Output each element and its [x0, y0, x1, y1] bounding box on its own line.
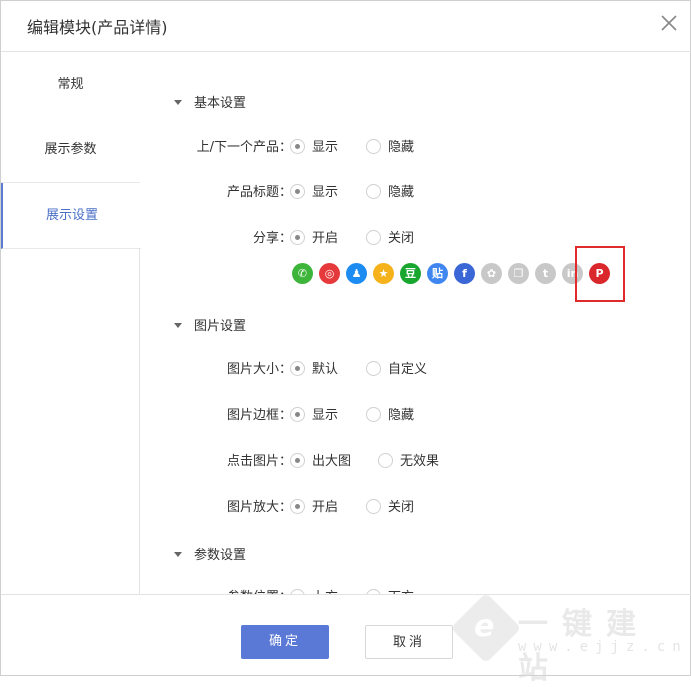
radio-option[interactable]: 上方: [290, 586, 338, 594]
pinterest-icon[interactable]: P: [589, 263, 610, 284]
radio-circle[interactable]: [378, 453, 393, 468]
sidebar-item-display-settings[interactable]: 展示设置: [1, 183, 141, 249]
radio-option[interactable]: 显示: [290, 404, 338, 423]
radio-label: 关闭: [388, 231, 415, 246]
kaixin-icon[interactable]: ✿: [481, 263, 502, 284]
caret-down-icon: [174, 323, 182, 328]
radio-label: 自定义: [388, 362, 428, 377]
radio-option[interactable]: 显示: [290, 181, 338, 200]
radio-label: 隐藏: [388, 185, 415, 200]
setting-row: 图片边框： 显示 隐藏: [140, 402, 691, 423]
radio-option[interactable]: 关闭: [366, 496, 414, 515]
setting-label: 分享：: [252, 231, 292, 246]
radio-option[interactable]: 隐藏: [366, 404, 414, 423]
radio-label: 显示: [312, 185, 339, 200]
radio-label: 上方: [312, 590, 338, 594]
qzone-icon[interactable]: ★: [373, 263, 394, 284]
radio-circle[interactable]: [290, 139, 305, 154]
section-header[interactable]: 参数设置: [174, 544, 246, 563]
radio-label: 隐藏: [388, 140, 415, 155]
facebook-icon[interactable]: f: [454, 263, 475, 284]
radio-label: 开启: [312, 500, 339, 515]
caret-down-icon: [174, 100, 182, 105]
radio-option[interactable]: 显示: [290, 136, 338, 155]
radio-label: 关闭: [388, 500, 415, 515]
close-icon[interactable]: [657, 11, 681, 35]
radio-circle[interactable]: [290, 453, 305, 468]
setting-row: 上/下一个产品： 显示 隐藏: [140, 134, 691, 155]
setting-row: 产品标题： 显示 隐藏: [140, 179, 691, 200]
tieba-icon[interactable]: 贴: [427, 263, 448, 284]
radio-circle[interactable]: [366, 230, 381, 245]
radio-circle[interactable]: [366, 499, 381, 514]
radio-option[interactable]: 无效果: [378, 450, 439, 469]
linkedin-icon[interactable]: in: [562, 263, 583, 284]
radio-option[interactable]: 关闭: [366, 227, 414, 246]
radio-label: 显示: [312, 408, 339, 423]
radio-label: 显示: [312, 140, 339, 155]
radio-option[interactable]: 隐藏: [366, 181, 414, 200]
radio-circle[interactable]: [366, 407, 381, 422]
radio-circle[interactable]: [366, 184, 381, 199]
radio-circle[interactable]: [366, 139, 381, 154]
section-header[interactable]: 图片设置: [174, 315, 246, 334]
setting-row: 点击图片： 出大图 无效果: [140, 448, 691, 469]
radio-label: 无效果: [400, 454, 440, 469]
qq-icon[interactable]: ♟: [346, 263, 367, 284]
radio-option[interactable]: 出大图: [290, 450, 351, 469]
douban-icon[interactable]: 豆: [400, 263, 421, 284]
radio-option[interactable]: 默认: [290, 358, 338, 377]
radio-label: 出大图: [312, 454, 352, 469]
copy-icon[interactable]: ❐: [508, 263, 529, 284]
radio-option[interactable]: 下方: [366, 586, 414, 594]
section-title: 参数设置: [194, 548, 247, 563]
watermark-logo: e 一键建站 www.ejjz.cn: [450, 592, 691, 686]
radio-option[interactable]: 隐藏: [366, 136, 414, 155]
radio-circle[interactable]: [290, 230, 305, 245]
sidebar-item-display-params[interactable]: 展示参数: [1, 117, 140, 183]
setting-label: 上/下一个产品：: [196, 140, 292, 155]
radio-option[interactable]: 开启: [290, 227, 338, 246]
setting-label: 参数位置：: [227, 586, 292, 594]
radio-circle[interactable]: [290, 407, 305, 422]
sidebar: 常规 展示参数 展示设置: [1, 52, 141, 594]
radio-circle[interactable]: [290, 499, 305, 514]
setting-row: 图片大小： 默认 自定义: [140, 356, 691, 377]
caret-down-icon: [174, 552, 182, 557]
setting-label: 图片放大：: [226, 500, 292, 515]
setting-label: 点击图片：: [226, 454, 292, 469]
section-title: 图片设置: [194, 319, 247, 334]
settings-content: 基本设置上/下一个产品：显示隐藏产品标题：显示隐藏分享：开启关闭图片设置图片大小…: [140, 52, 691, 594]
weibo-icon[interactable]: ◎: [319, 263, 340, 284]
sidebar-item-general[interactable]: 常规: [1, 52, 140, 118]
radio-circle[interactable]: [290, 361, 305, 376]
wechat-icon[interactable]: ✆: [292, 263, 313, 284]
radio-label: 隐藏: [388, 408, 415, 423]
radio-label: 默认: [312, 362, 339, 377]
radio-label: 开启: [312, 231, 339, 246]
confirm-button[interactable]: 确定: [241, 625, 329, 659]
dialog-title: 编辑模块(产品详情): [27, 18, 168, 37]
radio-circle[interactable]: [366, 361, 381, 376]
setting-row: 图片放大： 开启 关闭: [140, 494, 691, 515]
setting-label: 产品标题：: [226, 185, 292, 200]
radio-option[interactable]: 开启: [290, 496, 338, 515]
radio-option[interactable]: 自定义: [366, 358, 427, 377]
cancel-button[interactable]: 取消: [365, 625, 453, 659]
setting-row: 参数位置： 上方 下方: [140, 584, 691, 594]
section-title: 基本设置: [194, 96, 247, 111]
radio-label: 下方: [388, 590, 414, 594]
section-header[interactable]: 基本设置: [174, 92, 246, 111]
dialog-footer: 确定 取消 e 一键建站 www.ejjz.cn: [1, 592, 691, 686]
twitter-icon[interactable]: t: [535, 263, 556, 284]
dialog-header: 编辑模块(产品详情): [1, 1, 691, 52]
radio-circle[interactable]: [290, 184, 305, 199]
setting-label: 图片大小：: [226, 362, 292, 377]
setting-label: 图片边框：: [226, 408, 292, 423]
highlight-box: [575, 246, 625, 302]
setting-row: 分享： 开启 关闭: [140, 225, 691, 246]
